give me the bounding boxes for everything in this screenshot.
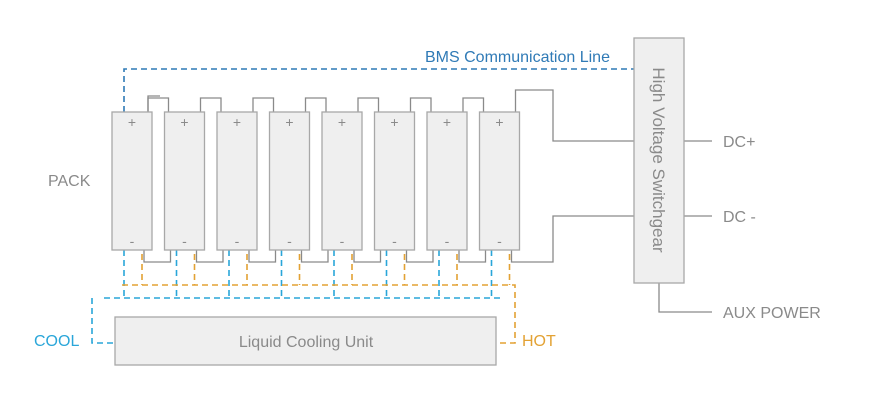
battery-cell [321, 111, 363, 251]
dc-minus-label: DC - [723, 209, 756, 226]
cell-plus-terminal: + [180, 114, 188, 130]
battery-cell [268, 111, 311, 251]
aux-power-line [658, 283, 712, 313]
switchgear-label: High Voltage Switchgear [649, 67, 668, 253]
cell-bottom-link [143, 250, 172, 263]
battery-cells: + - + - + - + - + - + - + - + - [111, 111, 521, 251]
cool-label: COOL [34, 333, 79, 350]
cell-minus-terminal: - [182, 233, 187, 249]
cell-bottom-link [300, 250, 329, 263]
cell-plus-terminal: + [495, 114, 503, 130]
cell-plus-terminal: + [128, 114, 136, 130]
cell-minus-terminal: - [392, 233, 397, 249]
pack-to-dcminus [510, 215, 634, 263]
cell-minus-terminal: - [235, 233, 240, 249]
cell-series-link [199, 97, 222, 112]
cooling-unit-label: Liquid Cooling Unit [239, 334, 374, 351]
cell-series-link [357, 97, 380, 112]
last-cell-top-link [514, 89, 520, 112]
cell-minus-terminal: - [445, 233, 450, 249]
cell-plus-terminal: + [233, 114, 241, 130]
cell-series-link [252, 97, 275, 112]
cell-minus-terminal: - [340, 233, 345, 249]
pack-to-dcplus [519, 89, 634, 142]
bms-communication-line [123, 68, 634, 112]
battery-cell [163, 111, 206, 251]
pack-label: PACK [48, 173, 91, 190]
cell-series-link [147, 97, 170, 112]
cell-plus-terminal: + [443, 114, 451, 130]
cell-plus-terminal: + [285, 114, 293, 130]
cell-bottom-link [195, 250, 224, 263]
cell-bottom-link [248, 250, 277, 263]
cell-series-link [462, 97, 485, 112]
cell-series-link [304, 97, 327, 112]
cell-bottom-link [458, 250, 487, 263]
battery-cell [478, 111, 521, 251]
cell-plus-terminal: + [390, 114, 398, 130]
aux-power-label: AUX POWER [723, 305, 821, 322]
cell-bottom-link [405, 250, 434, 263]
switchgear-box [633, 37, 685, 284]
hot-label: HOT [522, 333, 556, 350]
dc-plus-label: DC+ [723, 134, 755, 151]
cell-plus-terminal: + [338, 114, 346, 130]
bms-line-label: BMS Communication Line [425, 49, 610, 66]
power-wiring [143, 89, 634, 263]
battery-cell [111, 111, 153, 251]
cell-bottom-link [353, 250, 382, 263]
pack-positive-lead [147, 95, 160, 112]
battery-cell [373, 111, 416, 251]
cell-minus-terminal: - [130, 233, 135, 249]
cell-minus-terminal: - [287, 233, 292, 249]
hot-manifold [122, 284, 516, 344]
cell-minus-terminal: - [497, 233, 502, 249]
battery-cell [426, 111, 468, 251]
battery-cell [216, 111, 258, 251]
cell-series-link [409, 97, 432, 112]
cool-feed [91, 298, 115, 344]
cooling-unit-box [114, 316, 497, 366]
